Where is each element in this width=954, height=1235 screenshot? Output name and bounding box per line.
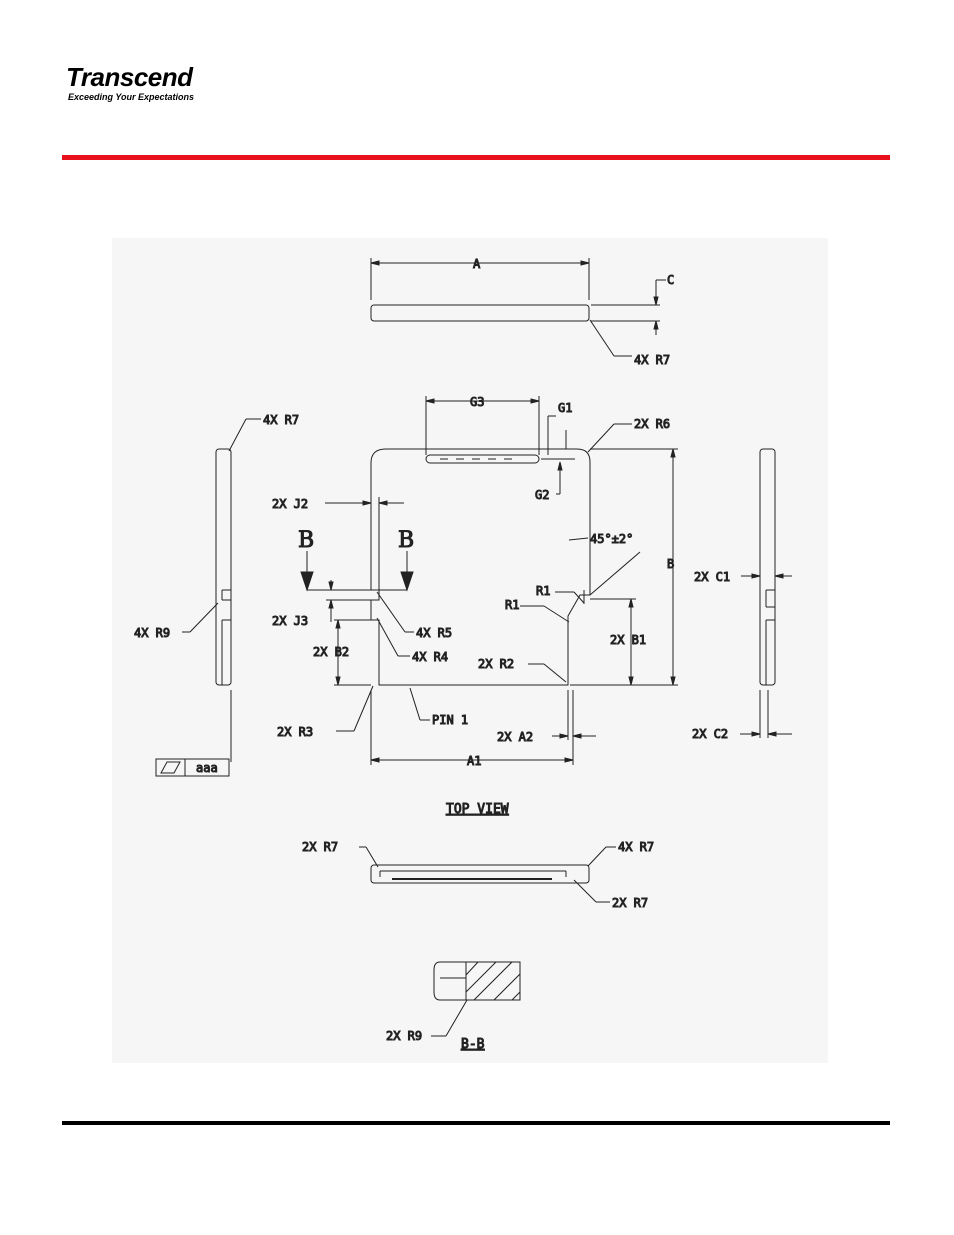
r7-left-label: 4X R7 (263, 413, 299, 427)
dim-j2-label: 2X J2 (272, 497, 308, 511)
r1-upper-label: R1 (536, 584, 550, 598)
r9-section-label: 2X R9 (386, 1029, 422, 1043)
r7-bottom-lower-label: 2X R7 (612, 896, 648, 910)
drawing-panel (112, 238, 828, 1063)
dim-b1-label: 2X B1 (610, 633, 646, 647)
dim-g3-label: G3 (470, 395, 484, 409)
dim-a1-label: A1 (467, 754, 481, 768)
flatness-value: aaa (196, 761, 218, 775)
dim-c2-label: 2X C2 (692, 727, 728, 741)
r7-bottom-left-label: 2X R7 (302, 840, 338, 854)
r7-top-label: 4X R7 (634, 353, 670, 367)
r4-label: 4X R4 (412, 650, 448, 664)
dim-a-label: A (473, 257, 481, 271)
r1-lower-label: R1 (505, 598, 519, 612)
section-b-left-label: B (298, 528, 314, 553)
r7-bottom-right-label: 4X R7 (618, 840, 654, 854)
dim-j3-label: 2X J3 (272, 614, 308, 628)
r6-label: 2X R6 (634, 417, 670, 431)
footer-rule (62, 1121, 890, 1125)
dim-g2-label: G2 (535, 488, 549, 502)
r5-label: 4X R5 (416, 626, 452, 640)
section-b-right-label: B (398, 528, 414, 553)
r3-label: 2X R3 (277, 725, 313, 739)
top-view-title: TOP VIEW (446, 802, 509, 817)
pin1-label: PIN 1 (432, 713, 468, 727)
dim-b2-label: 2X B2 (313, 645, 349, 659)
r2-label: 2X R2 (478, 657, 514, 671)
dim-c1-label: 2X C1 (694, 570, 730, 584)
section-title: B-B (461, 1037, 485, 1052)
dim-b-label: B (667, 557, 674, 571)
r9-left-label: 4X R9 (134, 626, 170, 640)
dim-c-label: C (667, 273, 674, 287)
dim-g1-label: G1 (558, 401, 572, 415)
angle-label: 45°±2° (590, 532, 633, 546)
dim-a2-label: 2X A2 (497, 730, 533, 744)
